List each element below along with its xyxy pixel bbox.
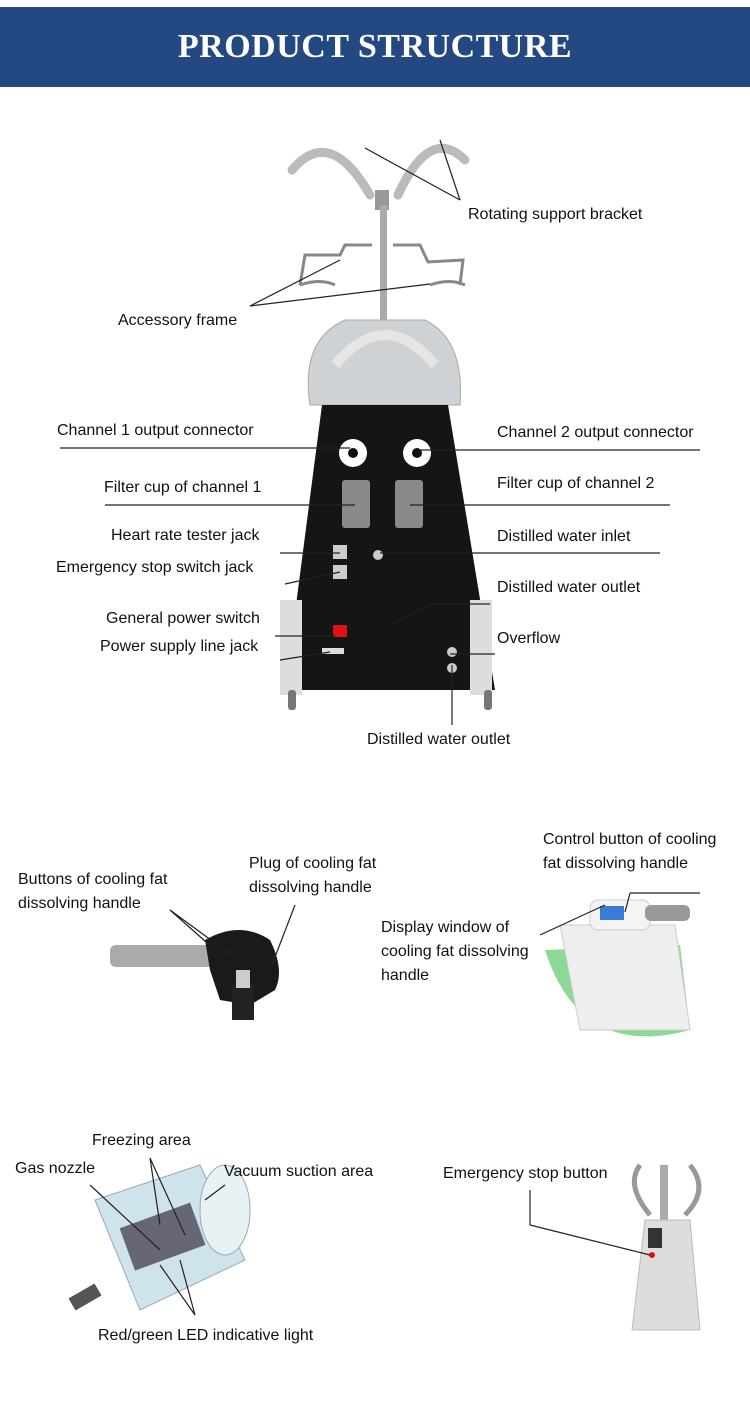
label-distilled-water-inlet: Distilled water inlet [497, 528, 631, 545]
label-distilled-water-outlet-upper: Distilled water outlet [497, 579, 641, 596]
main-leader-lines [60, 139, 700, 725]
label-power-supply-jack: Power supply line jack [100, 638, 259, 655]
label-channel2-output: Channel 2 output connector [497, 424, 694, 441]
cooling-device-illustration [545, 899, 691, 1037]
label-channel1-output: Channel 1 output connector [57, 422, 254, 439]
label-heart-rate-jack: Heart rate tester jack [111, 527, 260, 544]
label-vacuum-suction: Vacuum suction area [224, 1163, 374, 1180]
label-filter-cup-1: Filter cup of channel 1 [104, 479, 262, 496]
label-handle-plug: Plug of cooling fat dissolving handle [249, 855, 377, 896]
label-rotating-support-bracket: Rotating support bracket [468, 206, 643, 223]
label-gas-nozzle: Gas nozzle [15, 1160, 96, 1177]
label-control-button: Control button of cooling fat dissolving… [543, 831, 717, 872]
label-display-window: Display window of cooling fat dissolving… [381, 919, 529, 984]
label-accessory-frame: Accessory frame [118, 312, 238, 329]
label-distilled-water-outlet-lower: Distilled water outlet [367, 731, 511, 748]
handle-leader-lines [169, 904, 296, 971]
label-filter-cup-2: Filter cup of channel 2 [497, 475, 655, 492]
label-emergency-stop-jack: Emergency stop switch jack [56, 559, 254, 576]
label-overflow: Overflow [497, 630, 561, 647]
small-machine-leader-lines [529, 1190, 651, 1256]
header-banner: PRODUCT STRUCTURE [0, 7, 750, 87]
small-machine-illustration [631, 1163, 702, 1331]
page-title: PRODUCT STRUCTURE [177, 28, 573, 65]
label-led-light: Red/green LED indicative light [98, 1327, 314, 1344]
applicator-leader-lines [89, 1157, 226, 1316]
device-leader-lines [539, 892, 700, 936]
handle-illustration [110, 930, 279, 1020]
label-freezing-area: Freezing area [92, 1132, 191, 1149]
main-machine-illustration [280, 143, 495, 710]
label-general-power-switch: General power switch [106, 610, 260, 627]
label-handle-buttons: Buttons of cooling fat dissolving handle [18, 871, 168, 912]
applicator-illustration [68, 1164, 251, 1311]
label-emergency-stop-button: Emergency stop button [443, 1165, 608, 1182]
